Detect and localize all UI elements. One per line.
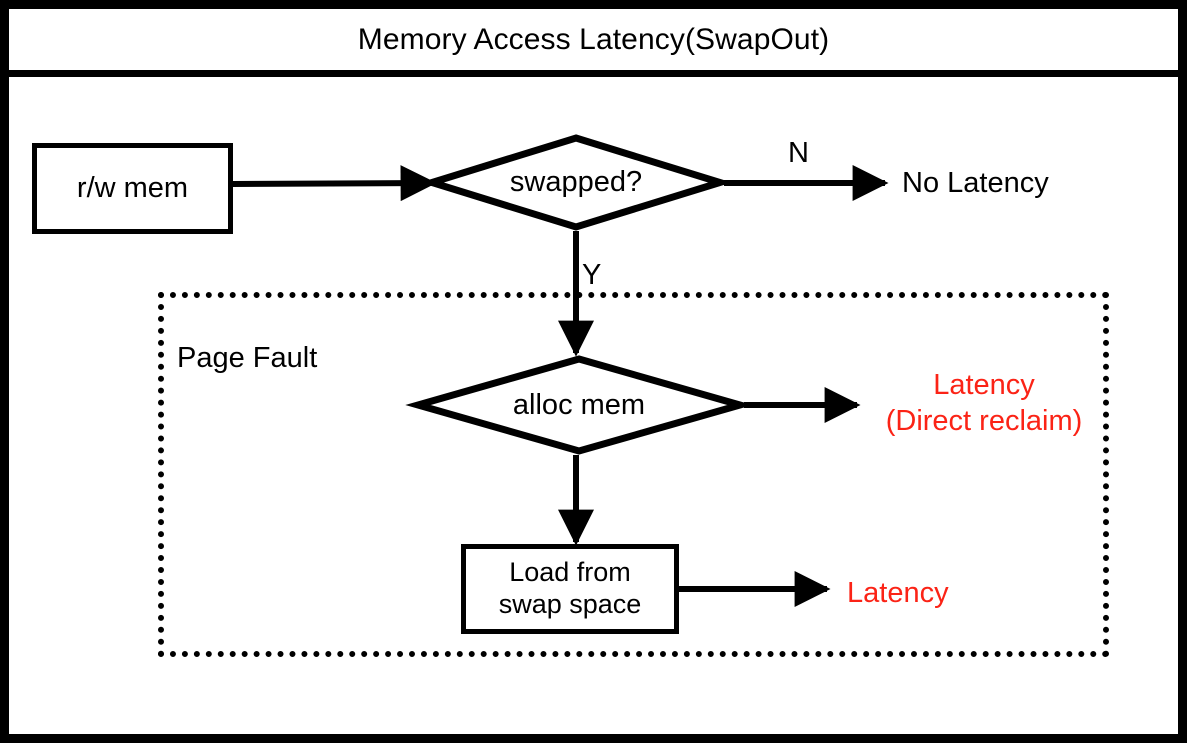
- node-latency-direct-line1: Latency: [933, 369, 1035, 401]
- node-load-swap-line2: swap space: [498, 589, 642, 619]
- node-no-latency-label: No Latency: [902, 167, 1049, 199]
- node-load-swap-line1: Load from: [509, 557, 631, 588]
- node-latency-direct-line2: (Direct reclaim): [885, 405, 1083, 438]
- node-latency-label: Latency: [847, 577, 949, 609]
- title-bar: Memory Access Latency(SwapOut): [9, 9, 1178, 78]
- page-fault-group-label: Page Fault: [177, 342, 318, 374]
- node-load-from-swap-space[interactable]: Load from swap space: [461, 544, 679, 634]
- node-swapped-decision[interactable]: swapped?: [420, 134, 732, 231]
- node-latency: Latency: [847, 575, 949, 611]
- edge-label-yes: Y: [582, 259, 602, 291]
- diagram-canvas: Page Fault r/w mem: [9, 77, 1178, 734]
- edge-rwmem-to-swapped: [232, 165, 437, 202]
- node-rw-mem[interactable]: r/w mem: [32, 143, 233, 234]
- alloc-mem-diamond-shape: [405, 355, 753, 455]
- swapped-diamond-shape: [420, 134, 732, 231]
- page-fault-group-box: [158, 292, 1109, 657]
- node-alloc-mem-decision[interactable]: alloc mem: [405, 355, 753, 455]
- edge-label-no: N: [788, 137, 809, 169]
- node-rw-mem-label: r/w mem: [76, 172, 189, 205]
- page-title: Memory Access Latency(SwapOut): [357, 22, 830, 56]
- node-no-latency: No Latency: [902, 165, 1049, 201]
- node-latency-direct-reclaim: Latency (Direct reclaim): [868, 367, 1100, 440]
